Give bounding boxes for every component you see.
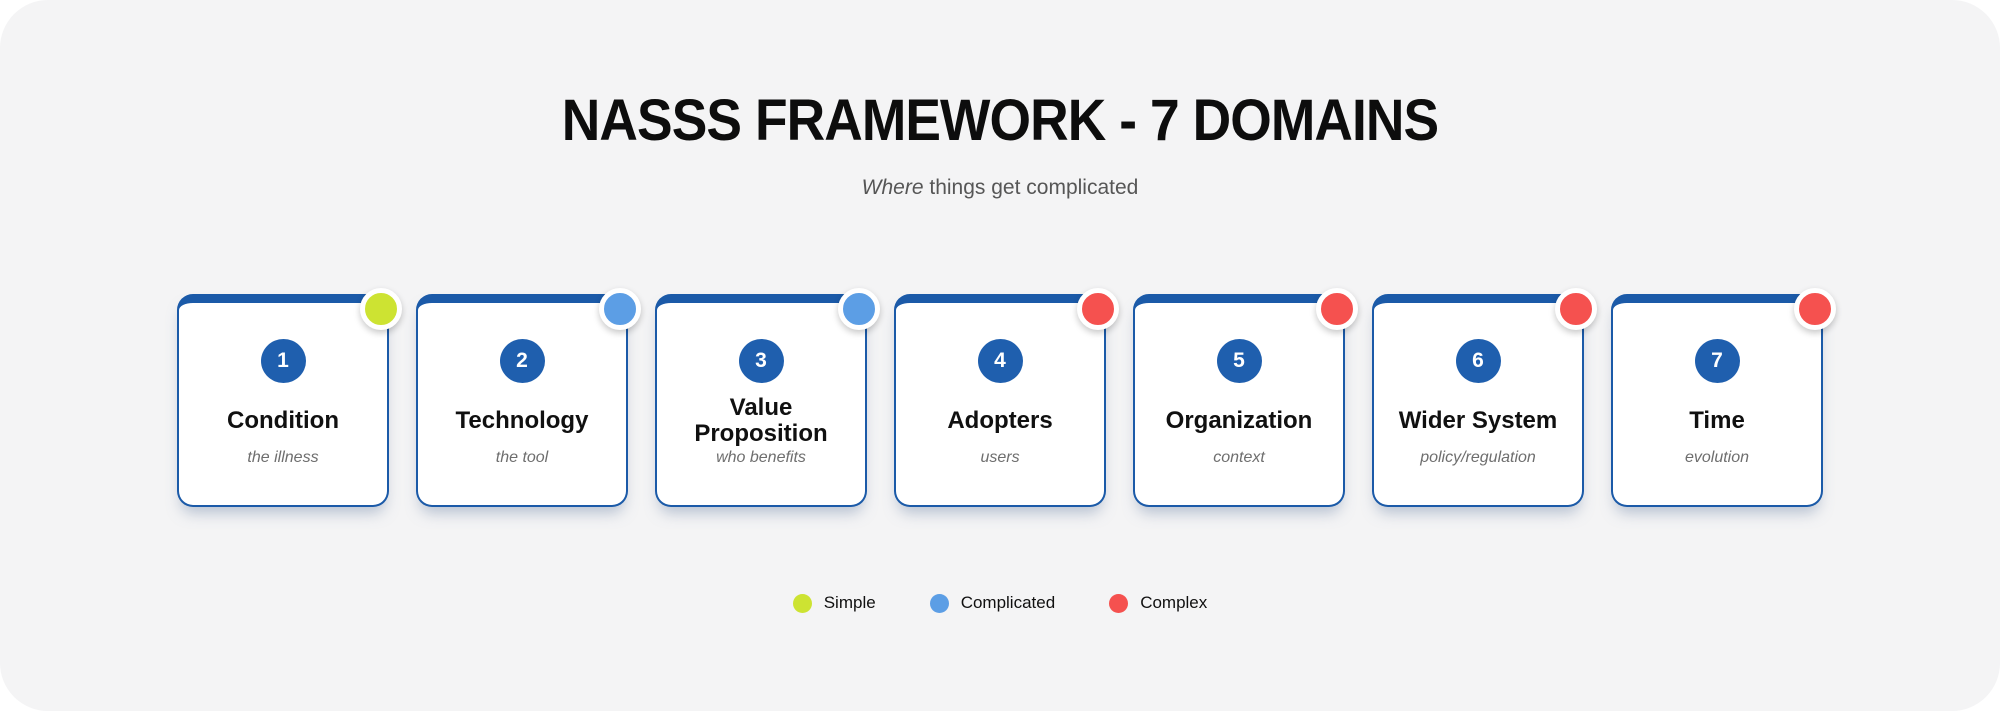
legend-color-dot	[929, 593, 949, 613]
domain-title: Technology	[455, 407, 589, 435]
domain-number: 3	[755, 349, 767, 372]
domain-card: 2 Technology the tool	[416, 288, 641, 507]
legend-item: Complicated	[929, 593, 1056, 613]
domain-title: Adopters	[947, 407, 1053, 435]
legend-label: Simple	[823, 593, 876, 612]
domain-subtitle: who benefits	[716, 449, 806, 466]
domain-title: Time	[1689, 407, 1745, 435]
domain-subtitle: users	[980, 449, 1020, 466]
subtitle-rest: things get complicated	[923, 176, 1139, 199]
domain-card: 1 Condition the illness	[177, 288, 402, 507]
legend-label: Complex	[1140, 593, 1208, 612]
domain-subtitle: context	[1213, 449, 1265, 466]
domain-subtitle: policy/regulation	[1420, 449, 1536, 466]
legend-item: Complex	[1109, 593, 1207, 613]
domain-number-badge: 5	[1216, 339, 1262, 383]
domain-card: 7 Time evolution	[1611, 288, 1836, 507]
complexity-dot	[838, 288, 880, 330]
domain-number: 5	[1233, 349, 1245, 372]
domain-number-badge: 2	[499, 339, 545, 383]
domain-card: 6 Wider System policy/regulation	[1372, 288, 1597, 507]
domain-number: 2	[516, 349, 528, 372]
domain-number: 1	[277, 349, 289, 372]
domain-number-badge: 7	[1694, 339, 1740, 383]
subtitle-emphasis: Where	[861, 176, 924, 199]
domain-number-badge: 6	[1455, 339, 1501, 383]
complexity-dot	[599, 288, 641, 330]
complexity-dot	[1794, 288, 1836, 330]
complexity-dot	[1077, 288, 1119, 330]
domain-number: 6	[1472, 349, 1484, 372]
domain-number: 4	[994, 349, 1006, 372]
domain-card: 4 Adopters users	[894, 288, 1119, 507]
page-subtitle: Where things get complicated	[0, 176, 2000, 200]
domain-number: 7	[1711, 349, 1723, 372]
page-title: NASSS FRAMEWORK - 7 DOMAINS	[561, 88, 1439, 153]
domain-number-badge: 4	[977, 339, 1023, 383]
domain-title: Organization	[1165, 407, 1313, 435]
legend-item: Simple	[792, 593, 876, 613]
domain-subtitle: the tool	[495, 449, 549, 466]
domain-subtitle: the illness	[247, 449, 319, 466]
domain-number-badge: 1	[260, 339, 306, 383]
domain-title: Condition	[227, 407, 339, 435]
domain-number-badge: 3	[738, 339, 784, 383]
complexity-dot	[360, 288, 402, 330]
complexity-dot	[1555, 288, 1597, 330]
complexity-dot	[1316, 288, 1358, 330]
domain-cards-row: 1 Condition the illness 2 Technology the…	[0, 288, 2000, 507]
legend: Simple Complicated Complex	[0, 593, 2000, 613]
domain-title: Wider System	[1398, 407, 1558, 435]
legend-color-dot	[1109, 593, 1129, 613]
domain-title: Value Proposition	[694, 394, 828, 447]
domain-subtitle: evolution	[1684, 449, 1750, 466]
legend-color-dot	[792, 593, 812, 613]
domain-card: 5 Organization context	[1133, 288, 1358, 507]
domain-card: 3 Value Proposition who benefits	[655, 288, 880, 507]
legend-label: Complicated	[960, 593, 1056, 612]
